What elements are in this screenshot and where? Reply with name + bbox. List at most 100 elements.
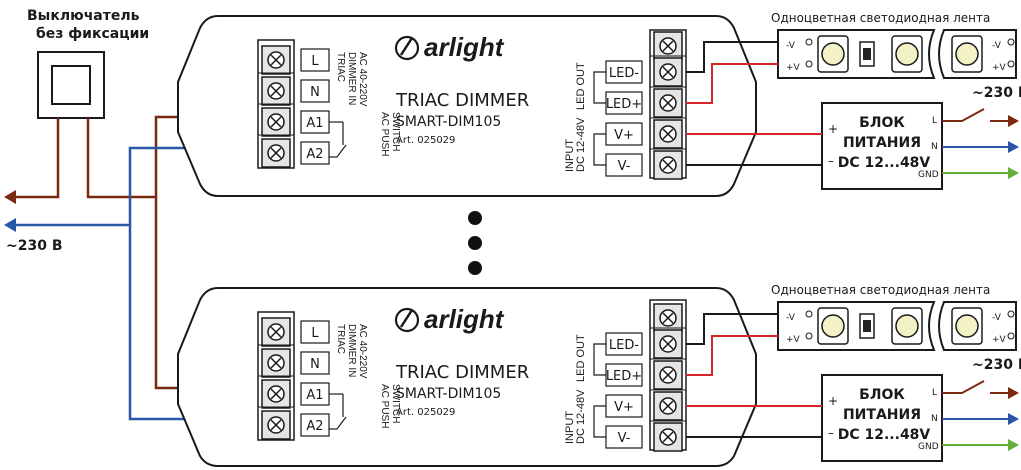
psu-mains-wires xyxy=(942,380,1012,446)
dimmer-model: SMART-DIM105 xyxy=(396,386,501,402)
right-screw-terminal-icon xyxy=(653,88,683,118)
led-chip-icon xyxy=(817,307,849,345)
left-screw-terminal-icon xyxy=(261,348,291,378)
led-out-rotated-label: LED OUT xyxy=(575,334,587,382)
switch-label-line1: Выключатель xyxy=(27,8,140,24)
terminal-label-n-text: N xyxy=(310,85,320,100)
dimmer-output-wires xyxy=(686,313,822,438)
push-switch-label-line: SWITCH xyxy=(390,112,401,151)
psu-minus: – xyxy=(828,426,834,440)
strip-title: Одноцветная светодиодная лента xyxy=(771,11,990,25)
switch-label-line2: без фиксации xyxy=(36,26,149,42)
terminal-label-ledplus: LED+ xyxy=(605,91,643,115)
terminal-label-vplus-text: V+ xyxy=(614,128,634,143)
terminal-label-a1: A1 xyxy=(300,382,330,406)
dimmer-input-label-line: TRIAC xyxy=(335,52,346,82)
strip-pad-icon xyxy=(1007,310,1015,318)
push-switch-symbol-icon xyxy=(329,393,347,430)
terminal-label-vplus-text: V+ xyxy=(614,400,634,415)
strip-minus-label: -V xyxy=(786,41,796,51)
psu-plus: + xyxy=(828,394,838,408)
more-units-dots-icon xyxy=(468,211,482,275)
terminal-label-vminus: V- xyxy=(605,425,643,449)
push-switch-label-line: SWITCH xyxy=(390,384,401,423)
psu-line2: ПИТАНИЯ xyxy=(843,407,921,423)
psu-arrow-icons xyxy=(1008,115,1019,179)
terminal-label-n: N xyxy=(300,79,330,103)
dimmer-input-label-line: TRIAC xyxy=(335,324,346,354)
led-chip-icon xyxy=(891,307,923,345)
input-label-line1: INPUT xyxy=(564,139,576,172)
dimmer-article: Art. 025029 xyxy=(396,135,455,146)
terminal-label-a1-text: A1 xyxy=(306,116,323,131)
psu-mains-label: ~230 В xyxy=(972,85,1021,101)
psu-pin-n: N xyxy=(931,142,938,152)
psu-mains-label: ~230 В xyxy=(972,357,1021,373)
strip-end-plus-label: +V xyxy=(992,335,1007,345)
right-screw-terminal-icon xyxy=(653,329,683,359)
terminal-label-ledminus-text: LED- xyxy=(609,338,639,353)
terminal-label-a1: A1 xyxy=(300,110,330,134)
input-label-line2: DC 12-48V xyxy=(575,389,587,444)
terminal-label-ledplus-text: LED+ xyxy=(606,369,642,384)
terminal-label-vplus: V+ xyxy=(605,394,643,418)
right-screw-terminal-icon xyxy=(653,119,683,149)
led-strip-top: Одноцветная светодиодная лента-V+V-V+V xyxy=(771,11,1017,79)
brand-text: arlight xyxy=(424,304,505,334)
dimmer-input-label-line: DIMMER IN xyxy=(346,324,357,377)
strip-end-minus-label: -V xyxy=(992,41,1002,51)
strip-end-minus-label: -V xyxy=(992,313,1002,323)
psu-pin-gnd: GND xyxy=(918,170,939,180)
terminal-label-l: L xyxy=(300,48,330,72)
strip-pad-icon xyxy=(1007,38,1015,46)
led-chip-icon xyxy=(951,307,983,345)
terminal-label-vplus: V+ xyxy=(605,122,643,146)
strip-plus-label: +V xyxy=(786,63,801,73)
psu-mains-wires xyxy=(942,108,1012,174)
terminal-label-vminus-text: V- xyxy=(618,159,631,174)
psu-minus: – xyxy=(828,154,834,168)
mains-arrows xyxy=(4,190,16,232)
mounting-screw-icon xyxy=(653,31,683,61)
terminal-label-a2-text: A2 xyxy=(306,419,323,434)
strip-pad-icon xyxy=(805,38,813,46)
terminal-label-ledplus-text: LED+ xyxy=(606,97,642,112)
dimmer-output-wires xyxy=(686,41,822,166)
right-screw-terminal-icon xyxy=(653,422,683,452)
terminal-label-ledminus: LED- xyxy=(605,60,643,84)
terminal-label-a1-text: A1 xyxy=(306,388,323,403)
resistor-icon xyxy=(859,41,875,67)
arlight-logo-icon: arlight xyxy=(394,304,505,334)
terminal-label-ledminus: LED- xyxy=(605,332,643,356)
psu-line3: DC 12...48V xyxy=(838,427,931,443)
left-screw-terminal-icon xyxy=(261,317,291,347)
mains-label-left: ~230 В xyxy=(6,238,63,254)
strip-title: Одноцветная светодиодная лента xyxy=(771,283,990,297)
led-chip-icon xyxy=(891,35,923,73)
psu-plus: + xyxy=(828,122,838,136)
strip-pad-icon xyxy=(1007,60,1015,68)
led-chip-icon xyxy=(951,35,983,73)
terminal-label-l-text: L xyxy=(311,54,319,69)
right-screw-terminal-icon xyxy=(653,391,683,421)
psu-line2: ПИТАНИЯ xyxy=(843,135,921,151)
terminal-label-a2-text: A2 xyxy=(306,147,323,162)
dimmer-title: TRIAC DIMMER xyxy=(395,362,529,383)
psu-line1: БЛОК xyxy=(859,387,905,403)
arlight-logo-icon: arlight xyxy=(394,32,505,62)
top-screw-icon xyxy=(653,31,683,61)
left-screw-terminal-icon xyxy=(261,107,291,137)
dimmer-title: TRIAC DIMMER xyxy=(395,90,529,111)
right-screw-terminal-icon xyxy=(653,57,683,87)
input-label-line2: DC 12-48V xyxy=(575,117,587,172)
terminal-label-ledminus-text: LED- xyxy=(609,66,639,81)
left-screw-terminal-icon xyxy=(261,45,291,75)
push-switch-label-line: AC PUSH xyxy=(379,112,390,156)
